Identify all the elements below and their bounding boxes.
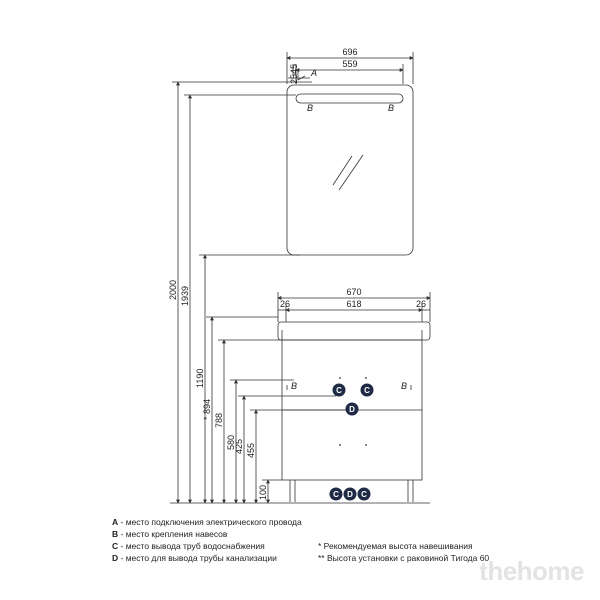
dim-696: 696 xyxy=(342,47,357,57)
badge-c-left: C xyxy=(332,383,346,397)
dim-25: 25 xyxy=(289,74,299,84)
svg-text:C: C xyxy=(361,490,367,499)
watermark-logo: thehome xyxy=(479,556,584,586)
mirror-frame xyxy=(286,84,414,256)
svg-text:C: C xyxy=(364,386,370,395)
badge-d-wall: D xyxy=(345,402,359,416)
svg-text:C: C xyxy=(333,490,339,499)
dim-670: 670 xyxy=(346,287,361,297)
dim-26-left: 26 xyxy=(280,299,290,309)
dim-894: 894 xyxy=(202,399,212,414)
dim-559: 559 xyxy=(342,59,357,69)
svg-text:D: D xyxy=(347,490,353,499)
dim-580: 580 xyxy=(226,435,236,450)
dim-894-mark: * xyxy=(202,416,212,420)
dim-45: 45 xyxy=(289,64,299,74)
dim-618: 618 xyxy=(346,299,361,309)
badge-c-floor-right: C xyxy=(357,487,371,501)
badge-d-floor: D xyxy=(343,487,357,501)
dim-425: 425 xyxy=(234,439,244,454)
basin xyxy=(277,321,431,341)
legend-row-c: C - место вывода труб водоснабжения xyxy=(112,541,265,551)
legend-codes: A - место подключения электрического про… xyxy=(112,516,302,564)
mirror-light-bar xyxy=(295,93,404,104)
point-label-b-mirror-right: B xyxy=(388,103,394,113)
legend-note-1: * Рекомендуемая высота навешивания xyxy=(318,541,473,551)
legend-notes: * Рекомендуемая высота навешивания ** Вы… xyxy=(318,540,489,564)
dim-2000: 2000 xyxy=(168,280,178,300)
badge-c-floor-left: C xyxy=(329,487,343,501)
legend-row-b: B - место крепления навесов xyxy=(112,529,228,539)
dim-1939: 1939 xyxy=(180,286,190,306)
badge-c-right: C xyxy=(360,383,374,397)
point-label-b-mirror-left: B xyxy=(307,103,313,113)
dim-100: 100 xyxy=(258,485,268,500)
legend-row-a: A - место подключения электрического про… xyxy=(112,517,302,527)
dim-1190: 1190 xyxy=(195,369,205,388)
svg-text:D: D xyxy=(349,405,355,414)
mirror-reflection xyxy=(332,155,353,186)
point-label-b-cabinet-right: B xyxy=(401,381,407,391)
legend-row-d: D - место для вывода трубы канализации xyxy=(112,553,277,563)
point-label-a: A xyxy=(310,68,317,78)
dim-455: 455 xyxy=(246,443,256,458)
svg-text:C: C xyxy=(336,386,342,395)
dim-788: 788 xyxy=(214,413,224,428)
legend-note-2: ** Высота установки с раковиной Тигода 6… xyxy=(318,553,490,563)
dim-26-right: 26 xyxy=(416,299,426,309)
point-label-b-cabinet-left: B xyxy=(291,381,297,391)
